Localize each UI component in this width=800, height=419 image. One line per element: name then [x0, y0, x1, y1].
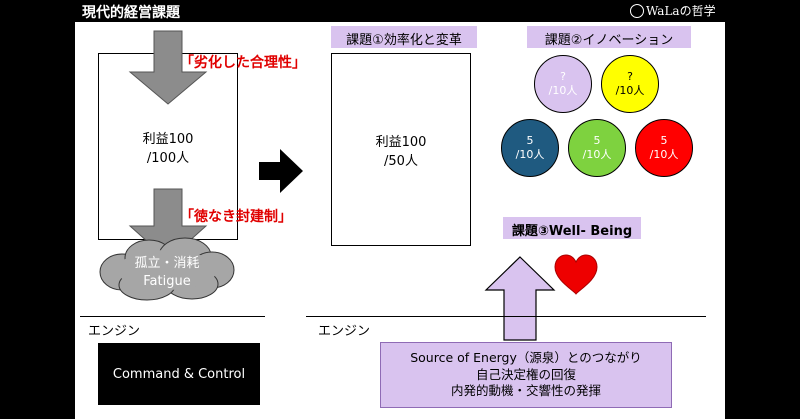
cloud-line1: 孤立・消耗	[134, 256, 200, 271]
circle-people: /10人	[649, 148, 679, 161]
innovation-circle: ?/10人	[534, 55, 592, 113]
circle-people: /10人	[582, 148, 612, 161]
circle-people: /10人	[615, 84, 645, 97]
innovation-circle: 5/10人	[635, 119, 693, 177]
left-profit-line2: /100人	[146, 150, 190, 166]
left-divider	[80, 316, 265, 317]
circle-value: ?	[560, 70, 566, 84]
innovation-circle: 5/10人	[568, 119, 626, 177]
left-engine-label: エンジン	[88, 324, 141, 339]
challenge1-profit-line1: 利益100	[375, 134, 427, 150]
right-engine-label: エンジン	[318, 324, 371, 339]
right-arrow-icon	[259, 149, 303, 193]
left-profit-line1: 利益100	[142, 131, 194, 147]
command-control-box: Command & Control	[98, 343, 260, 405]
down-arrow-top-icon	[128, 30, 208, 105]
top-bar	[0, 0, 800, 22]
brand-logo-icon	[630, 4, 644, 18]
challenge3-title: 課題③Well- Being	[503, 217, 641, 239]
heart-icon	[554, 254, 598, 295]
innovation-circle: 5/10人	[501, 119, 559, 177]
circle-people: /10人	[515, 148, 545, 161]
challenge1-profit-box: 利益100 /50人	[331, 53, 471, 246]
fatigue-cloud-text: 孤立・消耗 Fatigue	[97, 255, 237, 290]
circle-value: 5	[660, 134, 668, 148]
energy-line3: 内発的動機・交響性の発揮	[450, 383, 601, 399]
circle-value: ?	[627, 70, 633, 84]
label-virtueless-feudalism: 「徳なき封建制」	[180, 209, 292, 225]
challenge1-profit-line2: /50人	[384, 153, 418, 169]
challenge2-title: 課題②イノベーション	[527, 26, 691, 48]
energy-line1: Source of Energy（源泉）とのつながり	[410, 349, 642, 365]
right-divider	[306, 316, 706, 317]
circle-value: 5	[593, 134, 601, 148]
innovation-circle: ?/10人	[601, 55, 659, 113]
challenge1-title: 課題①効率化と変革	[331, 26, 477, 48]
label-degraded-rationality: 「劣化した合理性」	[180, 55, 306, 71]
circle-people: /10人	[548, 84, 578, 97]
page-title: 現代的経営課題	[82, 5, 180, 21]
fatigue-cloud-icon	[99, 237, 235, 301]
energy-line2: 自己決定権の回復	[475, 366, 576, 382]
brand-name: WaLaの哲学	[646, 4, 716, 18]
up-arrow-icon	[484, 256, 556, 341]
source-of-energy-box: Source of Energy（源泉）とのつながり 自己決定権の回復 内発的動…	[380, 342, 672, 408]
circle-value: 5	[526, 134, 534, 148]
cloud-line2: Fatigue	[143, 273, 191, 289]
